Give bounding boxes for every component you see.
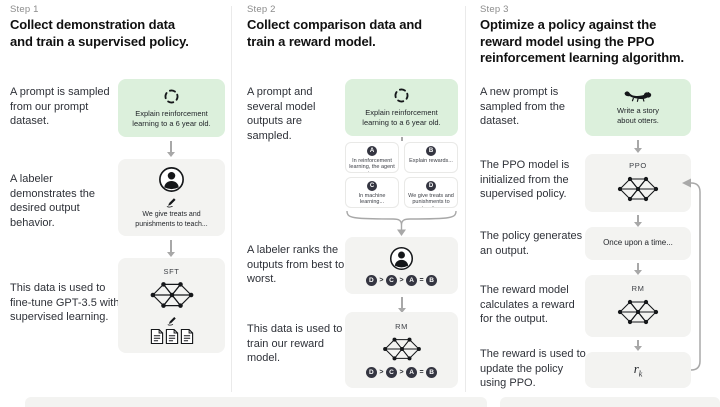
output-card: C In machine learning...	[345, 177, 399, 208]
rank-separator: >	[379, 276, 384, 284]
rm-model-box: RM	[585, 275, 691, 337]
output-text: We give treats and punishments to teach.…	[408, 193, 454, 207]
down-arrow	[634, 263, 641, 275]
reward-box: rk	[585, 352, 691, 388]
rank-separator: >	[399, 369, 404, 376]
step-label: Step 1	[10, 4, 39, 15]
rank-badge: A	[406, 367, 418, 378]
model-label: SFT	[163, 266, 180, 276]
down-arrow	[167, 240, 174, 257]
caption: A prompt is sampled from our prompt data…	[10, 86, 110, 128]
caption: The reward model calculates a reward for…	[480, 284, 575, 326]
output-card: B Explain rewards...	[404, 142, 458, 173]
prompt-box: Write a story about otters.	[585, 79, 691, 136]
caption: The reward is used to update the policy …	[480, 348, 586, 390]
network-icon	[381, 334, 423, 364]
documents-icon	[150, 328, 194, 345]
rank-badge: B	[426, 367, 438, 378]
rank-badge: D	[365, 274, 377, 286]
rank-badge: B	[426, 274, 438, 286]
generated-output-text: Once upon a time...	[603, 238, 673, 248]
otter-icon	[624, 89, 652, 102]
output-text: Explain rewards...	[409, 158, 453, 164]
step-title: Optimize a policy against the reward mod…	[480, 17, 685, 66]
rank-badge: C	[385, 367, 397, 378]
caption: A prompt and several model outputs are s…	[247, 86, 316, 142]
rank-separator: =	[419, 369, 424, 376]
down-arrow	[634, 340, 641, 351]
rank-separator: >	[379, 369, 384, 376]
document-icon	[180, 328, 194, 345]
prompt-box: Explain reinforcement learning to a 6 ye…	[345, 79, 458, 136]
down-arrow	[398, 297, 405, 313]
ranking-labeler-box: D > C > A = B	[345, 237, 458, 294]
person-icon	[389, 246, 414, 271]
output-card: D We give treats and punishments to teac…	[404, 177, 458, 208]
step-label: Step 3	[480, 4, 509, 15]
step-title: Collect demonstration data and train a s…	[10, 17, 189, 49]
reward-symbol: rk	[633, 361, 643, 379]
caption: A new prompt is sampled from the dataset…	[480, 86, 565, 128]
rank-separator: >	[399, 276, 404, 284]
next-section-edge	[25, 397, 487, 407]
output-badge: D	[426, 181, 436, 191]
output-text: In reinforcement learning, the agent is.…	[349, 158, 395, 172]
rank-separator: =	[419, 276, 424, 284]
document-icon	[150, 328, 164, 345]
model-label: RM	[631, 284, 645, 293]
column-divider	[231, 6, 232, 392]
down-arrow	[634, 140, 641, 153]
prompt-text: Write a story about otters.	[617, 106, 659, 125]
brace-connector	[346, 210, 457, 236]
caption: The policy generates an output.	[480, 230, 583, 257]
step-label: Step 2	[247, 4, 276, 15]
generated-output-box: Once upon a time...	[585, 227, 691, 260]
caption: This data is used to fine-tune GPT-3.5 w…	[10, 282, 120, 324]
ranking: D > C > A = B	[365, 274, 438, 286]
labeler-note: We give treats and punishments to teach.…	[135, 211, 208, 228]
prompt-box: Explain reinforcement learning to a 6 ye…	[118, 79, 225, 137]
sample-dashed-circle-icon	[163, 88, 180, 105]
pencil-icon	[165, 195, 178, 208]
output-badge: C	[367, 181, 377, 191]
caption: This data is used to train our reward mo…	[247, 323, 343, 365]
labeler-box: We give treats and punishments to teach.…	[118, 159, 225, 236]
caption: A labeler ranks the outputs from best to…	[247, 244, 345, 286]
sample-dashed-circle-icon	[393, 87, 410, 104]
sft-model-box: SFT	[118, 258, 225, 353]
output-badge: B	[426, 146, 436, 156]
rank-badge: A	[406, 274, 418, 286]
network-icon	[149, 278, 195, 312]
output-text: In machine learning...	[358, 193, 386, 206]
caption: A labeler demonstrates the desired outpu…	[10, 173, 95, 229]
step-title: Collect comparison data and train a rewa…	[247, 17, 423, 49]
rank-badge: C	[385, 274, 397, 286]
output-badge: A	[367, 146, 377, 156]
ppo-model-box: PPO	[585, 154, 691, 212]
person-icon	[158, 166, 185, 193]
down-arrow	[634, 215, 641, 227]
pencil-icon	[166, 314, 178, 326]
ranking: D > C > A = B	[365, 367, 438, 378]
model-label: RM	[395, 322, 408, 331]
output-card: A In reinforcement learning, the agent i…	[345, 142, 399, 173]
rm-model-box: RM D > C > A = B	[345, 312, 458, 388]
caption: The PPO model is initialized from the su…	[480, 159, 570, 201]
connector-line	[401, 137, 403, 141]
down-arrow	[167, 141, 174, 157]
document-icon	[165, 328, 179, 345]
rank-badge: D	[365, 367, 377, 378]
prompt-text: Explain reinforcement learning to a 6 ye…	[362, 108, 441, 127]
column-divider	[465, 6, 466, 392]
prompt-text: Explain reinforcement learning to a 6 ye…	[132, 108, 211, 128]
model-label: PPO	[629, 161, 647, 170]
feedback-loop-arrow	[682, 178, 701, 371]
next-section-edge	[500, 397, 720, 407]
